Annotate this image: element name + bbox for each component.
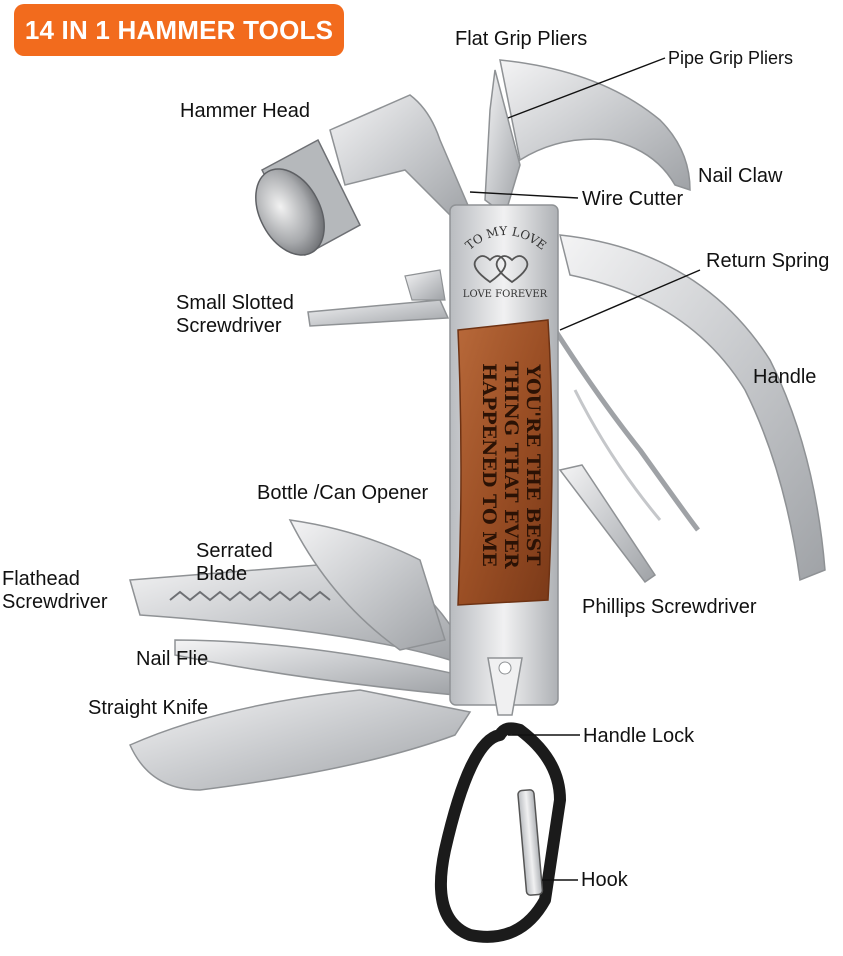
- engraving-top-sub: LOVE FOREVER: [463, 289, 548, 300]
- label-phillips-screwdriver: Phillips Screwdriver: [582, 596, 757, 618]
- small-slotted-screwdriver-shape: [307, 299, 450, 327]
- label-bottle-can-opener: Bottle /Can Opener: [257, 482, 429, 504]
- label-serrated-blade: Serrated Blade: [196, 540, 273, 585]
- carabiner-hook: [434, 722, 566, 943]
- label-wire-cutter: Wire Cutter: [582, 188, 684, 210]
- label-flat-grip-pliers: Flat Grip Pliers: [455, 28, 588, 50]
- label-hammer-head: Hammer Head: [180, 100, 311, 122]
- handle-lock-shape: [487, 657, 523, 716]
- label-small-slotted-screwdriver: Small Slotted Screwdriver: [176, 292, 294, 337]
- wood-panel: [457, 319, 553, 606]
- straight-knife-shape: [129, 689, 472, 791]
- label-nail-flie: Nail Flie: [136, 648, 209, 670]
- label-straight-knife: Straight Knife: [88, 697, 209, 719]
- handle-arm: [559, 234, 826, 582]
- label-handle: Handle: [753, 366, 817, 388]
- wood-engraving: YOU'RE THE BEST THING THAT EVER HAPPENED…: [478, 361, 544, 568]
- hammer-arm: [329, 94, 471, 221]
- wood-line-1: YOU'RE THE BEST: [522, 364, 544, 566]
- label-nail-claw: Nail Claw: [698, 165, 783, 187]
- return-spring-wire: [552, 328, 700, 532]
- wood-line-2: THING THAT EVER: [500, 361, 522, 568]
- hammer-head-cylinder: [255, 138, 361, 257]
- label-hook: Hook: [581, 869, 628, 891]
- label-pipe-grip-pliers: Pipe Grip Pliers: [668, 48, 794, 68]
- carabiner-gate: [517, 789, 544, 896]
- label-return-spring: Return Spring: [706, 250, 830, 272]
- hearts-icon: [473, 255, 529, 284]
- phillips-screwdriver-shape: [558, 464, 657, 584]
- label-handle-lock: Handle Lock: [583, 725, 695, 747]
- leader-lines: [469, 57, 701, 881]
- label-flathead-screwdriver: Flathead Screwdriver: [2, 568, 108, 613]
- nail-claw-shape: [499, 59, 691, 192]
- bottle-opener-blade: [288, 519, 446, 651]
- wood-line-3: HAPPENED TO ME: [478, 363, 500, 567]
- title-badge: 14 IN 1 HAMMER TOOLS: [14, 4, 344, 56]
